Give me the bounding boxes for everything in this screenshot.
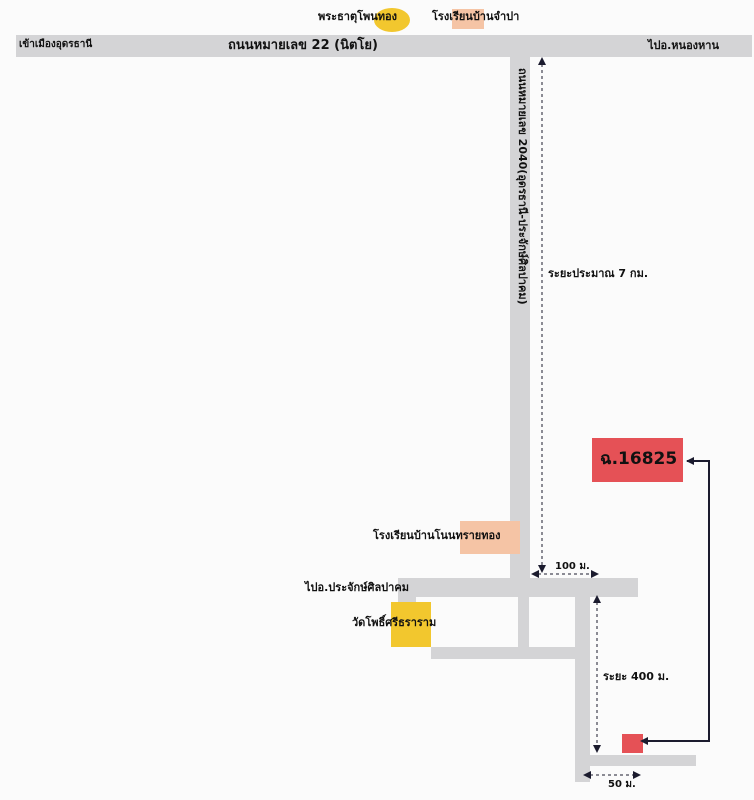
main-road-right-destination: ไปอ.หนองหาน	[648, 39, 719, 52]
branch-road-label: ไปอ.ประจักษ์ศิลปาคม	[305, 581, 409, 594]
inner-road-vertical	[518, 597, 529, 647]
access-road-end	[588, 755, 696, 766]
distance-100m: 100 ม.	[555, 561, 590, 572]
parcel-pointer-arrow	[640, 457, 710, 745]
temple-label-lower: วัดโพธิ์ศรีธราราม	[352, 616, 437, 629]
distance-400m: ระยะ 400 ม.	[603, 670, 670, 683]
school-label-lower: โรงเรียนบ้านโนนทรายทอง	[373, 529, 501, 542]
inner-road-horizontal	[431, 647, 581, 659]
school-marker-lower	[460, 521, 520, 554]
main-road-22	[16, 35, 752, 57]
branch-road-horizontal	[398, 578, 638, 597]
school-marker-top	[452, 9, 484, 29]
main-road-name: ถนนหมายเลข 22 (นิตโย)	[228, 38, 378, 53]
temple-marker-lower	[391, 602, 431, 647]
parcel-small-marker	[622, 734, 643, 753]
access-road	[575, 597, 590, 782]
distance-50m: 50 ม.	[608, 779, 636, 790]
temple-label-top: พระธาตุโพนทอง	[318, 10, 398, 23]
school-label-top: โรงเรียนบ้านจำปา	[432, 10, 520, 23]
road-2040-distance: ระยะประมาณ 7 กม.	[548, 267, 649, 280]
main-road-left-destination: เข้าเมืองอุดรธานี	[19, 39, 93, 50]
road-2040	[510, 57, 530, 597]
temple-marker-top	[374, 8, 410, 32]
